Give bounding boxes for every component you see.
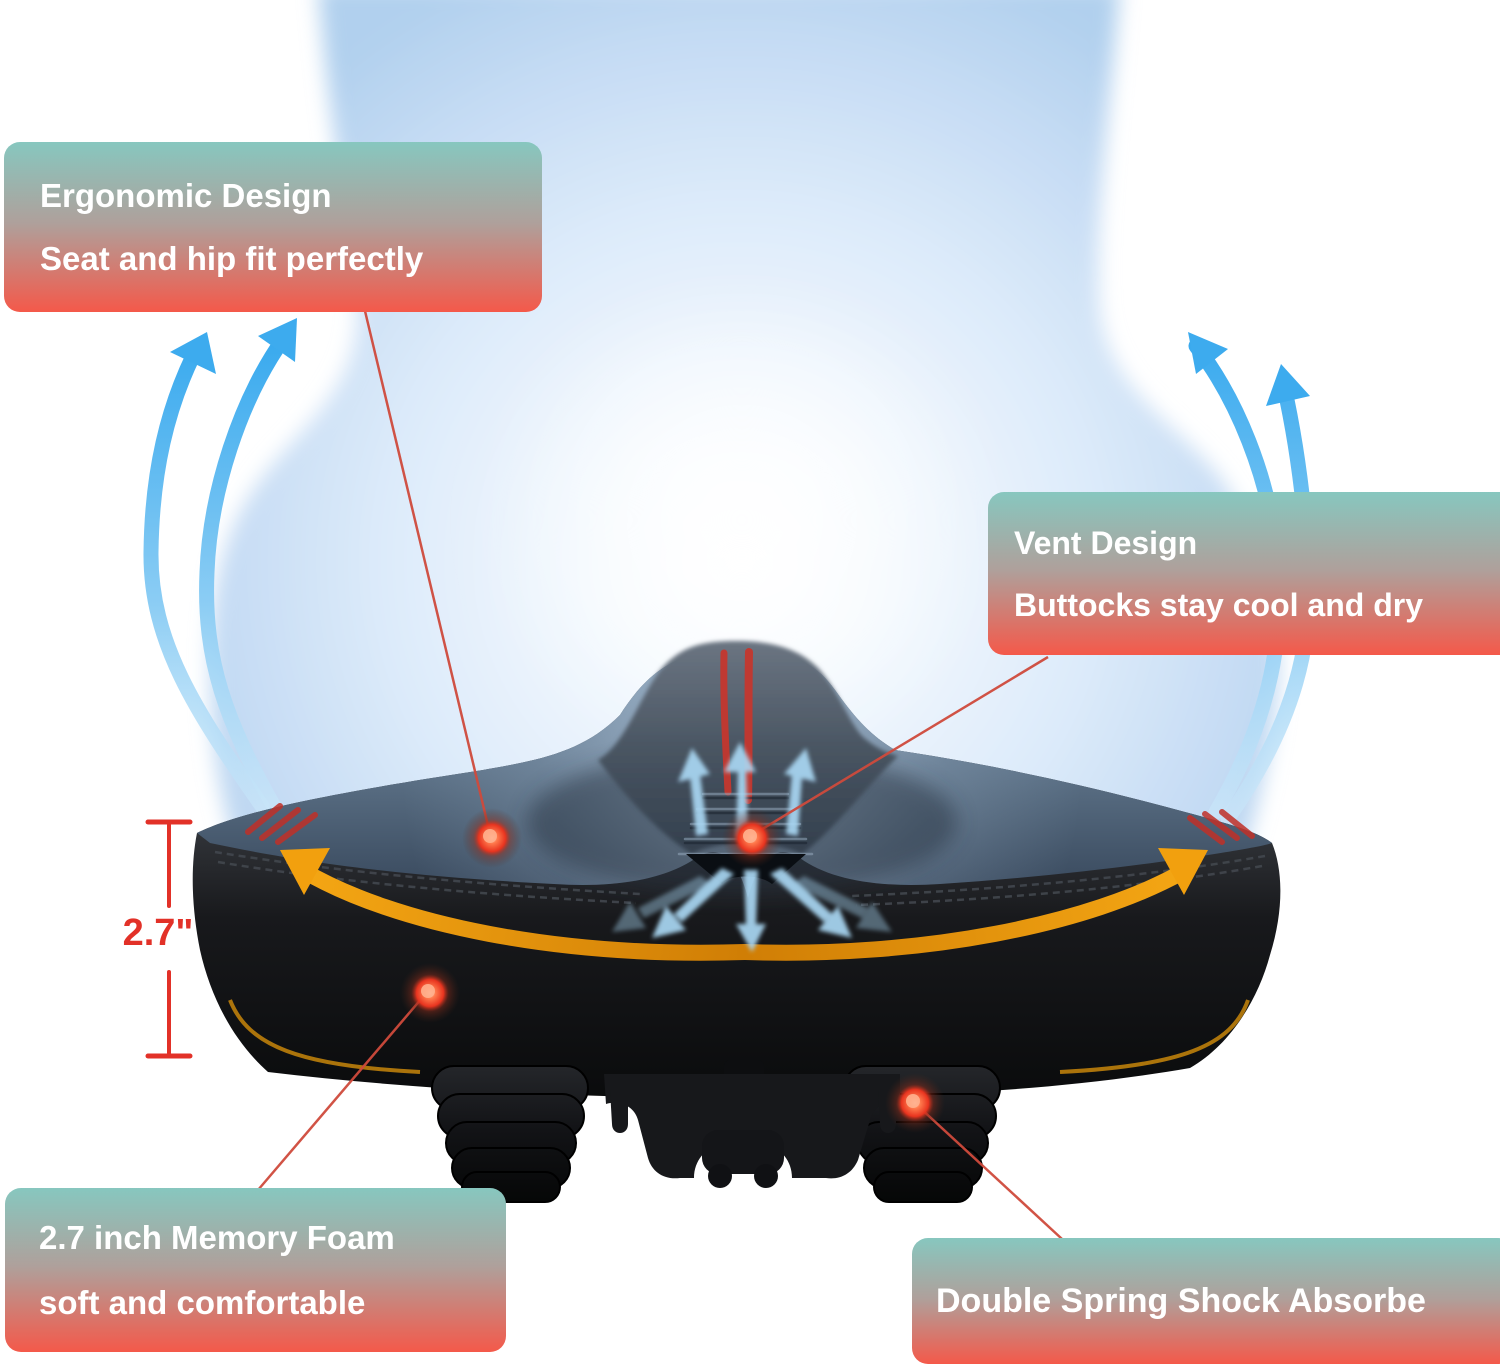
leader-line-spring bbox=[917, 1105, 1063, 1240]
callout-subtitle: soft and comfortable bbox=[39, 1284, 366, 1321]
measurement-label: 2.7" bbox=[122, 912, 194, 954]
comfort-sweep-arrow-right bbox=[737, 862, 1194, 961]
piping-seam bbox=[228, 999, 1250, 1074]
callout-memory-foam: 2.7 inch Memory Foam soft and comfortabl… bbox=[5, 1188, 506, 1352]
callout-subtitle: Seat and hip fit perfectly bbox=[40, 240, 424, 277]
callout-vent-design: Vent Design Buttocks stay cool and dry bbox=[988, 492, 1500, 655]
comfort-sweep-arrow-left bbox=[294, 862, 753, 961]
leader-lines bbox=[257, 310, 1063, 1240]
arrowhead-icon bbox=[1158, 848, 1208, 895]
stitching bbox=[214, 850, 1266, 907]
spring-left bbox=[431, 1065, 589, 1203]
callout-title: 2.7 inch Memory Foam bbox=[39, 1219, 395, 1256]
marker-dots bbox=[400, 808, 945, 1133]
leader-line-foam bbox=[257, 990, 429, 1191]
marker-dot-spring bbox=[885, 1073, 945, 1133]
leader-line-vent bbox=[753, 655, 1049, 836]
comfort-sweep-arrows bbox=[280, 848, 1208, 961]
height-measure bbox=[145, 819, 193, 1059]
arrowhead-icon bbox=[170, 332, 216, 374]
corner-stripes bbox=[245, 803, 1255, 845]
marker-dot-vent bbox=[722, 808, 782, 868]
marker-dot-ergonomic bbox=[462, 808, 522, 868]
arrowhead-icon bbox=[280, 848, 330, 895]
callout-title: Vent Design bbox=[1014, 524, 1198, 561]
arrowhead-icon bbox=[1188, 332, 1228, 374]
marker-dot-foam bbox=[400, 963, 460, 1023]
callout-title: Ergonomic Design bbox=[40, 177, 332, 214]
callout-title: Double Spring Shock Absorbe bbox=[936, 1282, 1426, 1320]
light-burst bbox=[482, 310, 1002, 730]
callout-spring-shock: Double Spring Shock Absorbe bbox=[912, 1238, 1500, 1364]
undercarriage bbox=[431, 1060, 1001, 1203]
callout-ergonomic-design: Ergonomic Design Seat and hip fit perfec… bbox=[4, 142, 542, 312]
arrowhead-icon bbox=[258, 318, 297, 362]
airflow-arrow-icon bbox=[143, 348, 270, 814]
vent-down-arrows bbox=[612, 868, 892, 952]
callout-subtitle: Buttocks stay cool and dry bbox=[1014, 586, 1423, 623]
arrowhead-icon bbox=[1266, 364, 1310, 406]
rail-bracket bbox=[604, 1060, 900, 1188]
airflow-arrow-icon bbox=[199, 330, 292, 818]
airflow-arrows-left bbox=[143, 318, 297, 818]
leader-line-ergonomic bbox=[363, 310, 492, 835]
nose-stripes bbox=[720, 648, 753, 804]
